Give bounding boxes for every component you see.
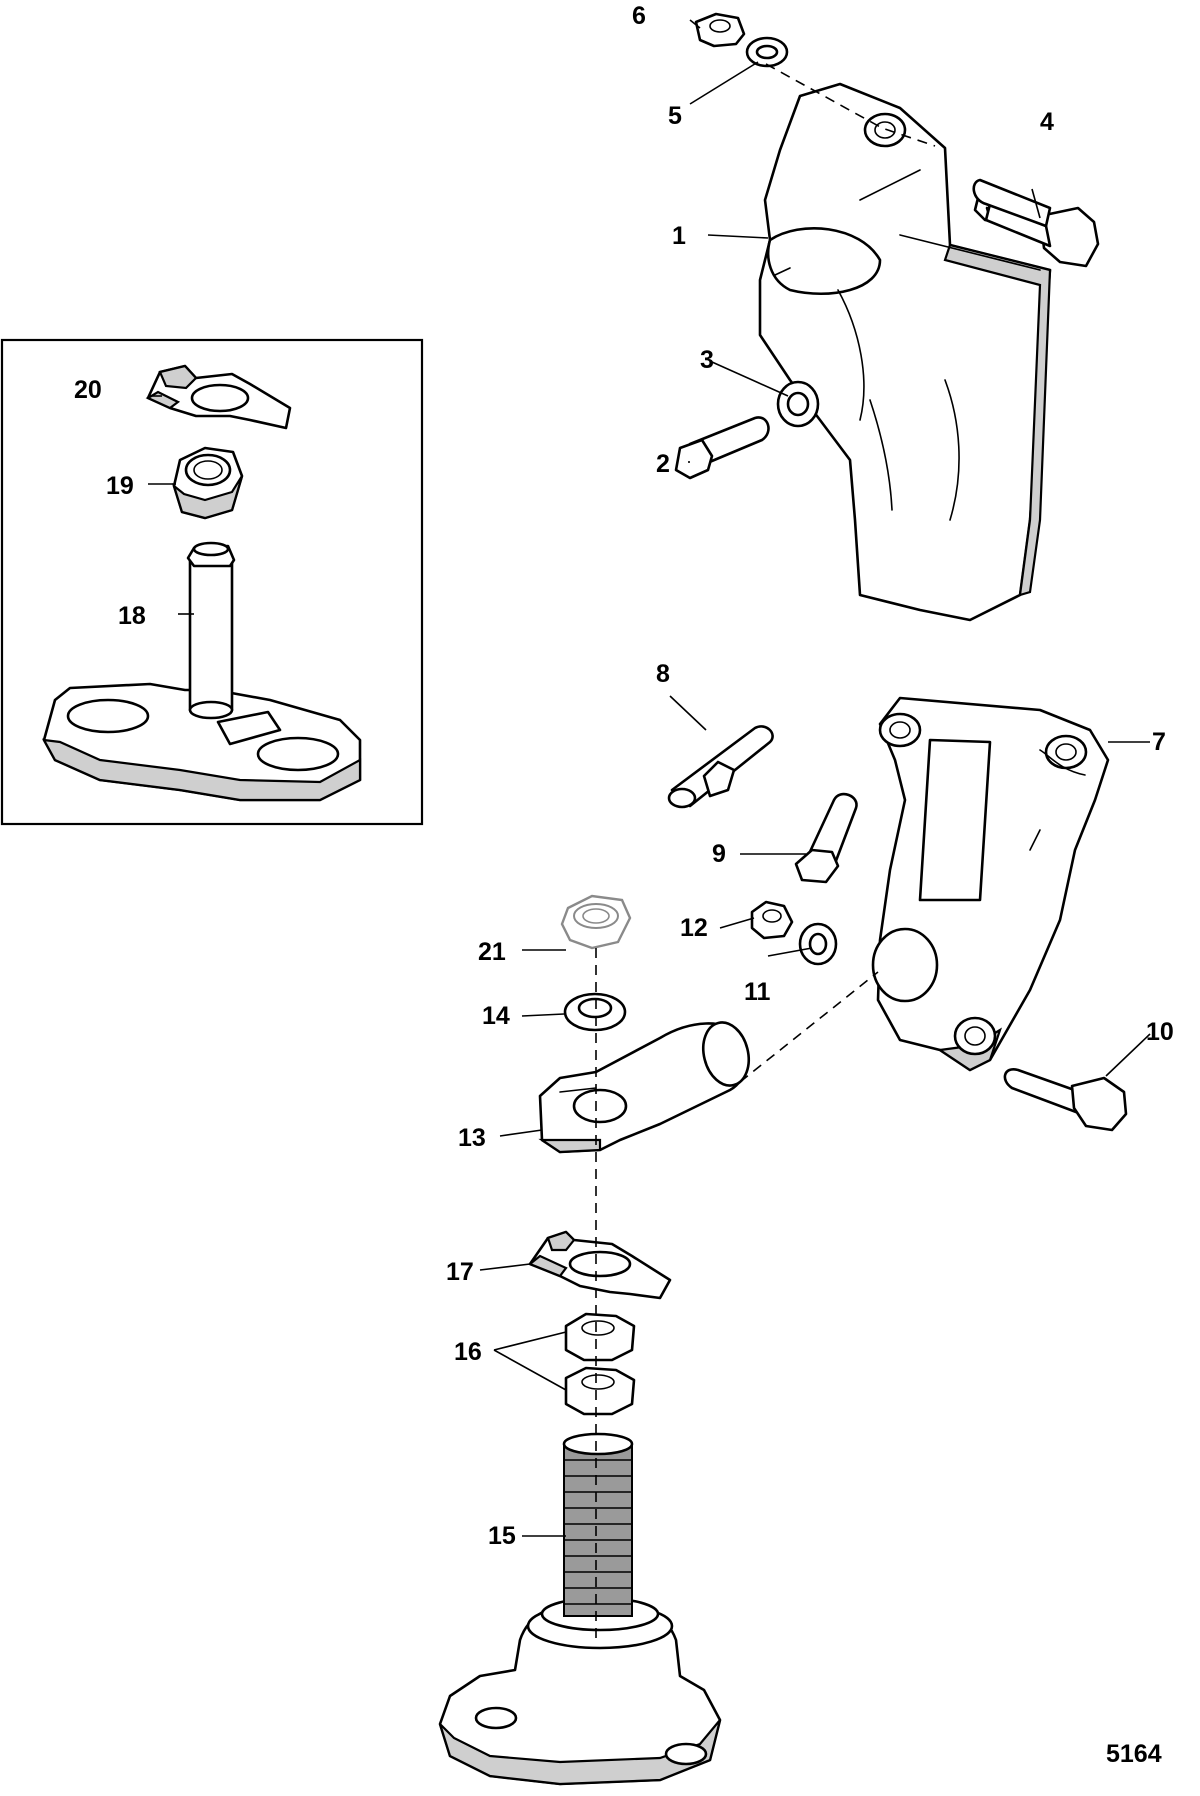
part-2-bolt	[674, 416, 770, 480]
callout-17: 17	[446, 1258, 474, 1286]
part-21-nut	[560, 894, 632, 950]
callout-21: 21	[478, 938, 506, 966]
callout-labels: 1 2 3 4 5 6 7 8 9 10 11 12 13 14 15 16 1…	[74, 2, 1174, 1550]
part-3-washer	[776, 380, 820, 428]
callout-18: 18	[118, 602, 146, 630]
part-20-tab-washer	[145, 364, 292, 430]
part-13-link-arm	[538, 1021, 751, 1154]
callout-9: 9	[712, 840, 726, 868]
callout-12: 12	[680, 914, 708, 942]
callout-6: 6	[632, 2, 646, 30]
part-6-nut	[694, 12, 746, 48]
callout-4: 4	[1040, 108, 1054, 136]
inset-frame	[0, 338, 424, 826]
part-7-lower-bracket	[871, 696, 1110, 1072]
part-19-nut	[171, 446, 244, 520]
part-8-stud	[667, 725, 774, 809]
callout-11: 11	[744, 978, 771, 1006]
callout-15: 15	[488, 1522, 516, 1550]
part-1-upper-bracket	[758, 82, 1052, 622]
part-9-bolt	[794, 792, 858, 884]
callout-8: 8	[656, 660, 670, 688]
callout-leaders	[148, 19, 1151, 1537]
part-11-lock-washer	[798, 922, 838, 966]
part-10-bolt	[1003, 1068, 1128, 1132]
callout-20: 20	[74, 376, 102, 404]
callout-5: 5	[668, 102, 682, 130]
callout-16: 16	[454, 1338, 482, 1366]
callout-2: 2	[656, 450, 670, 478]
part-16-jam-nuts	[564, 1312, 636, 1416]
part-4-bolt	[972, 178, 1100, 268]
callout-19: 19	[106, 472, 134, 500]
callout-13: 13	[458, 1124, 486, 1152]
callout-10: 10	[1146, 1018, 1174, 1046]
callout-1: 1	[672, 222, 686, 250]
assembly-centerlines	[595, 63, 936, 1640]
figure-number: 5164	[1106, 1740, 1162, 1768]
callout-14: 14	[482, 1002, 510, 1030]
part-5-lock-washer	[745, 36, 789, 68]
callout-7: 7	[1152, 728, 1166, 756]
part-17-tab-washer	[527, 1230, 672, 1300]
part-12-nut	[750, 900, 794, 940]
part-15-threaded-mount	[438, 1432, 722, 1786]
part-14-lock-washer	[563, 992, 627, 1032]
callout-3: 3	[700, 346, 714, 374]
part-18-mount-stud	[41, 541, 362, 802]
